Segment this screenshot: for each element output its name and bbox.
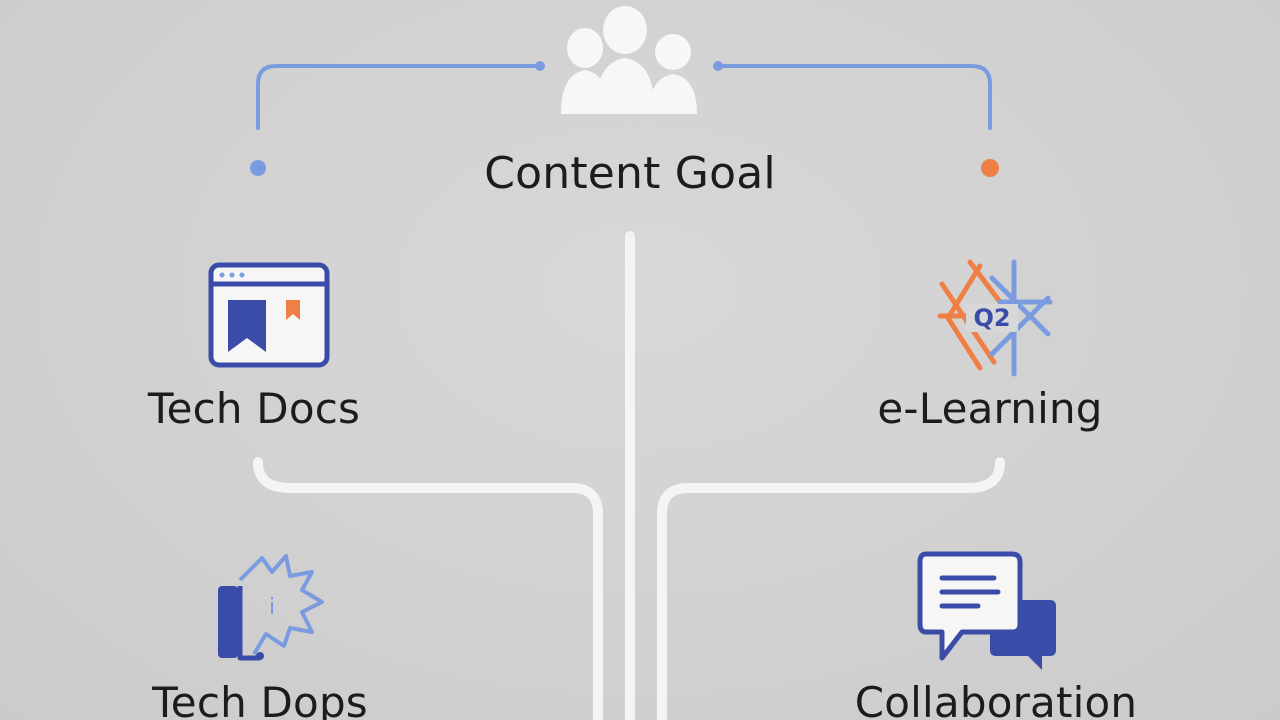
quiz-q2-icon: Q2 — [937, 259, 1053, 377]
chat-bubbles-icon — [917, 551, 1056, 670]
node-label-collaboration: Collaboration — [854, 678, 1138, 720]
left-branch — [253, 457, 603, 720]
top-right-connector — [716, 64, 992, 130]
diagram-title: Content Goal — [484, 148, 776, 199]
node-label-tech-docs: Tech Docs — [147, 384, 361, 433]
top-left-connector — [256, 64, 542, 130]
document-bookmark-icon — [208, 262, 330, 368]
left-blue-dot — [250, 160, 266, 176]
top-left-connector-end-dot — [535, 61, 545, 71]
right-branch — [657, 457, 1005, 720]
node-label-e-learning: e-Learning — [877, 384, 1103, 433]
quiz-icon-text: Q2 — [973, 304, 1010, 332]
megaphone-alert-icon: i — [218, 554, 324, 661]
svg-text:i: i — [269, 595, 275, 620]
team-people-icon — [561, 6, 697, 114]
right-orange-dot — [981, 159, 999, 177]
node-label-tech-dops: Tech Dops — [152, 678, 368, 720]
top-right-connector-start-dot — [713, 61, 723, 71]
